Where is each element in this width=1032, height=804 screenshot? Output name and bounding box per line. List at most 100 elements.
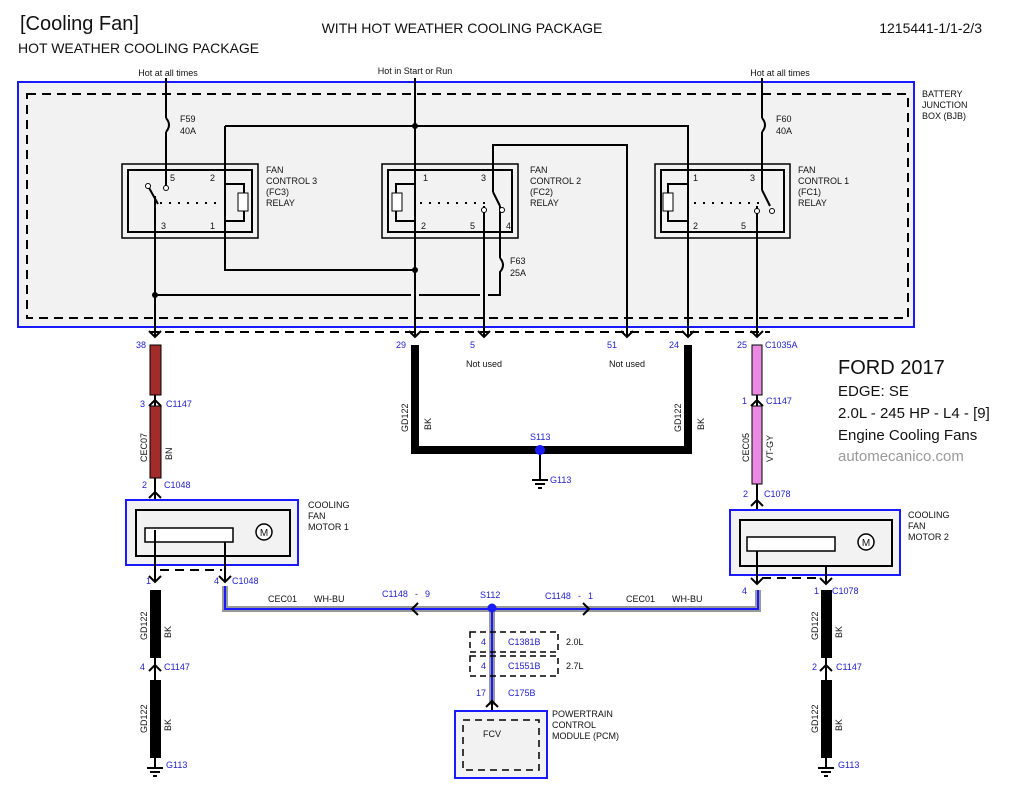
wire-gd122-right-upper — [821, 590, 832, 658]
fc2-pin-3: 3 — [481, 173, 486, 183]
wire-color-bk-bl1: BK — [163, 626, 173, 638]
diagram-title: [Cooling Fan] — [20, 13, 139, 35]
c1147-bottom-right-pin: 2 — [812, 662, 817, 672]
info-model: EDGE: SE — [838, 383, 909, 400]
fuse-f63-rating: 25A — [510, 268, 526, 278]
connector-arrow-c1147-left — [148, 395, 162, 407]
fc3-pin-2: 2 — [210, 173, 215, 183]
connector-arrows-c1148 — [410, 602, 591, 616]
c1078-label-bottom: C1078 — [832, 586, 859, 596]
wire-label-cec05: CEC05 — [741, 433, 751, 462]
motor-1-pin-4: 4 — [214, 576, 219, 586]
info-make-year: FORD 2017 — [838, 357, 945, 379]
wire-gd122-left-upper — [150, 590, 161, 658]
fc2-pin-5: 5 — [470, 221, 475, 231]
motor-1-label-3: MOTOR 1 — [308, 522, 349, 532]
pcm-module — [454, 710, 548, 779]
info-engine: 2.0L - 245 HP - L4 - [9] — [838, 405, 990, 422]
bjb-label-1: BATTERY — [922, 89, 963, 99]
motor-2-symbol: M — [862, 538, 870, 549]
connector-c1551b-box — [469, 655, 559, 677]
fc1-label-3: (FC1) — [798, 187, 821, 197]
bjb-pin-38: 38 — [136, 340, 146, 350]
c1148-dash-left: - — [415, 589, 418, 599]
power-label-right: Hot at all times — [750, 68, 810, 78]
bjb-pin-24: 24 — [669, 340, 679, 350]
fc1-label-1: FAN — [798, 165, 816, 175]
fuse-f59-name: F59 — [180, 114, 196, 124]
c1078-pin-2: 2 — [743, 489, 748, 499]
bjb-pin-51: 51 — [607, 340, 617, 350]
center-title: WITH HOT WEATHER COOLING PACKAGE — [322, 20, 603, 36]
fc1-label-4: RELAY — [798, 198, 827, 208]
c1148-label-left: C1148 — [382, 589, 408, 599]
fc2-pin-1: 1 — [423, 173, 428, 183]
motor-2-label-1: COOLING — [908, 510, 950, 520]
motor-2-label-2: FAN — [908, 521, 926, 531]
wire-label-gd122-bl2: GD122 — [139, 704, 149, 733]
c1147-pin-1: 1 — [742, 396, 747, 406]
motor-1-label-1: COOLING — [308, 500, 350, 510]
c1381b-pin: 4 — [481, 637, 486, 647]
variant-2-7l: 2.7L — [566, 661, 584, 671]
fc2-label-1: FAN — [530, 165, 548, 175]
splice-s112 — [487, 603, 497, 613]
wire-color-bk-br2: BK — [834, 719, 844, 731]
c1147-bottom-right-label: C1147 — [836, 662, 862, 672]
wire-color-bk-br1: BK — [834, 626, 844, 638]
fuse-f59-rating: 40A — [180, 126, 196, 136]
motor-2-leads — [750, 551, 833, 586]
ground-g113-label-right: G113 — [838, 760, 859, 770]
bjb-pin-5: 5 — [470, 340, 475, 350]
splice-s112-label: S112 — [480, 590, 500, 600]
splice-s113-label: S113 — [530, 432, 550, 442]
splice-s113 — [535, 445, 545, 455]
c1551b-pin: 4 — [481, 661, 486, 671]
not-used-label-5: Not used — [466, 359, 502, 369]
bjb-connector-arrows — [148, 330, 764, 339]
fc2-pin-4: 4 — [506, 221, 511, 231]
fc3-label-3: (FC3) — [266, 187, 289, 197]
wire-color-bk-left: BK — [423, 418, 433, 430]
pcm-label-3: MODULE (PCM) — [552, 731, 619, 741]
c1381b-label: C1381B — [508, 637, 541, 647]
pcm-fcv-label: FCV — [483, 729, 501, 739]
fc3-label-1: FAN — [266, 165, 284, 175]
bjb-pin-29: 29 — [396, 340, 406, 350]
c1148-pin-1: 1 — [588, 591, 593, 601]
c1048-pin-2: 2 — [142, 480, 147, 490]
wire-label-gd122-right: GD122 — [673, 403, 683, 432]
c1147-label-right: C1147 — [766, 396, 792, 406]
c1147-bottom-left-label: C1147 — [164, 662, 190, 672]
c1147-label-left: C1147 — [166, 399, 192, 409]
fc2-pin-2: 2 — [421, 221, 426, 231]
c1048-label-bottom: C1048 — [232, 576, 259, 586]
wire-label-gd122-left: GD122 — [400, 403, 410, 432]
c1048-label-top: C1048 — [164, 480, 191, 490]
fc3-label-4: RELAY — [266, 198, 295, 208]
pcm-label-2: CONTROL — [552, 720, 596, 730]
motor-2-label-3: MOTOR 2 — [908, 532, 949, 542]
fc1-pin-3: 3 — [750, 173, 755, 183]
diagram-subtitle: HOT WEATHER COOLING PACKAGE — [18, 40, 259, 56]
motor-2-pin-4: 4 — [742, 586, 747, 596]
relay-fc1 — [654, 163, 791, 239]
wire-color-vtgy: VT-GY — [765, 435, 775, 462]
connector-c1381b-box — [469, 631, 559, 653]
relay-fc3 — [121, 163, 259, 239]
bjb-label-3: BOX (BJB) — [922, 111, 966, 121]
fuse-f60-rating: 40A — [776, 126, 792, 136]
connector-c1035a: C1035A — [765, 340, 798, 350]
motor-1-pin-1: 1 — [146, 576, 151, 586]
c1551b-label: C1551B — [508, 661, 541, 671]
bjb-dashed-border — [26, 93, 909, 319]
not-used-label-51: Not used — [609, 359, 645, 369]
ground-g113-right — [818, 758, 834, 777]
wire-label-gd122-br2: GD122 — [810, 704, 820, 733]
c175b-pin-17: 17 — [476, 688, 486, 698]
motor-1-icon — [255, 523, 273, 541]
info-system: Engine Cooling Fans — [838, 427, 977, 444]
fuse-f63-name: F63 — [510, 256, 526, 266]
c1148-pin-9: 9 — [425, 589, 430, 599]
